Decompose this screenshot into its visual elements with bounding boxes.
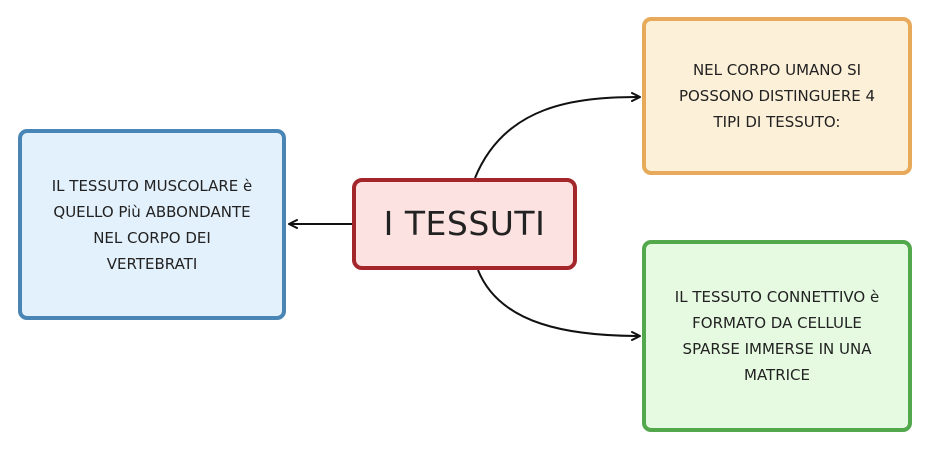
top-right-node-tissue-types: NEL CORPO UMANO SI POSSONO DISTINGUERE 4… <box>642 17 912 175</box>
bottom-right-node-connective-tissue: IL TESSUTO CONNETTIVO è FORMATO DA CELLU… <box>642 240 912 432</box>
connector-to-bottom-right-box <box>477 269 641 341</box>
central-node-title: I TESSUTI <box>383 204 546 243</box>
left-node-text: IL TESSUTO MUSCOLARE è QUELLO Più ABBOND… <box>51 176 253 273</box>
top-right-node-text: NEL CORPO UMANO SI POSSONO DISTINGUERE 4… <box>678 61 876 131</box>
connector-to-top-right-box <box>474 92 641 179</box>
central-node: I TESSUTI <box>352 178 577 270</box>
left-node-muscular-tissue: IL TESSUTO MUSCOLARE è QUELLO Più ABBOND… <box>18 129 286 320</box>
bottom-right-node-text: IL TESSUTO CONNETTIVO è FORMATO DA CELLU… <box>674 288 880 384</box>
